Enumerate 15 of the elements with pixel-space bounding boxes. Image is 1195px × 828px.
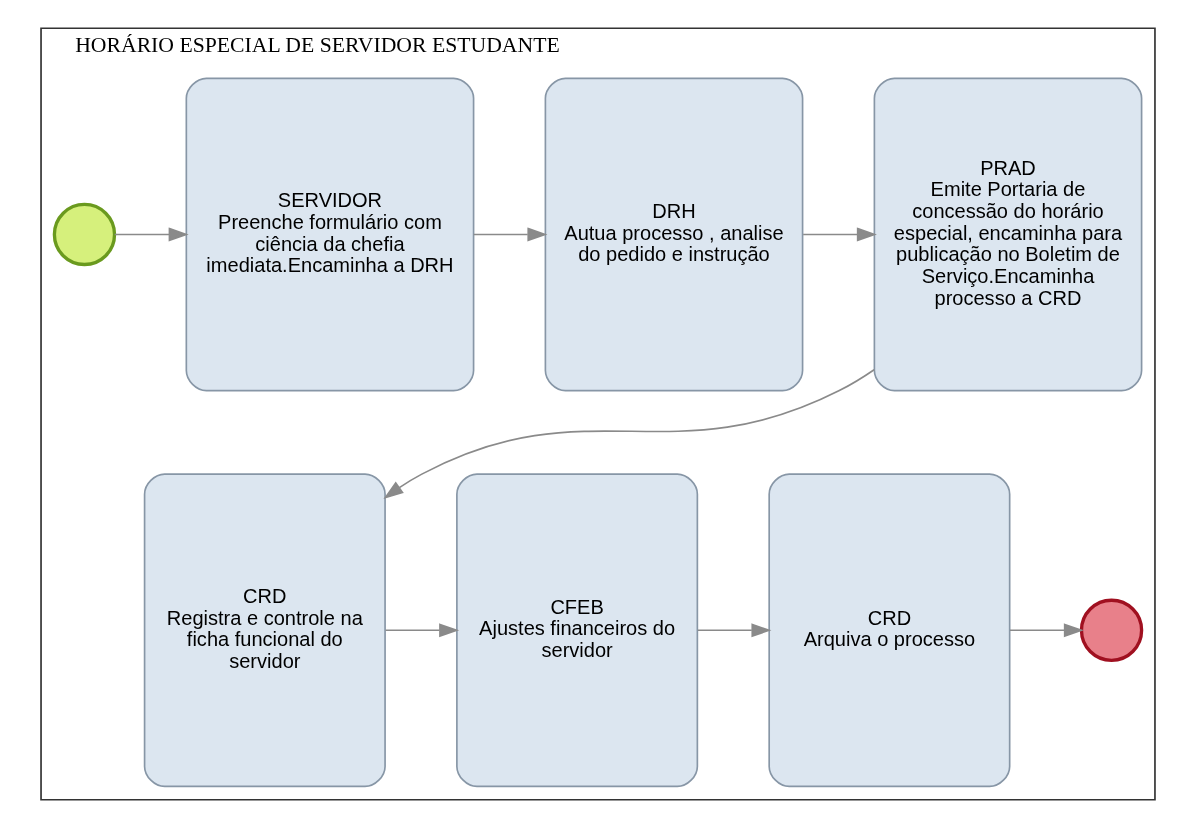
node-box: CRD Arquiva o processo: [767, 473, 1010, 788]
node-circle: [1079, 598, 1143, 662]
node-box: DRH Autua processo , analise do pedido e instrução: [544, 77, 803, 392]
arrow: [1008, 623, 1084, 638]
node-box: CFEB Ajustes financeiros do servidor: [455, 473, 698, 788]
node-box: CRD Registra e controle na ficha funcional do servidor: [143, 473, 386, 788]
arrow: [472, 227, 547, 242]
node-circle: [52, 202, 116, 267]
node-box: SERVIDOR Preenche formulário com ciência da chefia imediata.Encaminha a DRH: [185, 77, 474, 392]
arrow: [696, 623, 771, 638]
node-box: PRAD Emite Portaria de concessão do horário especial, encaminha para publicação no Boletim de Serviço.Encaminha processo a CRD: [873, 77, 1142, 392]
arrow: [382, 368, 875, 499]
arrow: [801, 227, 877, 242]
arrow: [113, 227, 189, 242]
arrow: [384, 623, 459, 638]
